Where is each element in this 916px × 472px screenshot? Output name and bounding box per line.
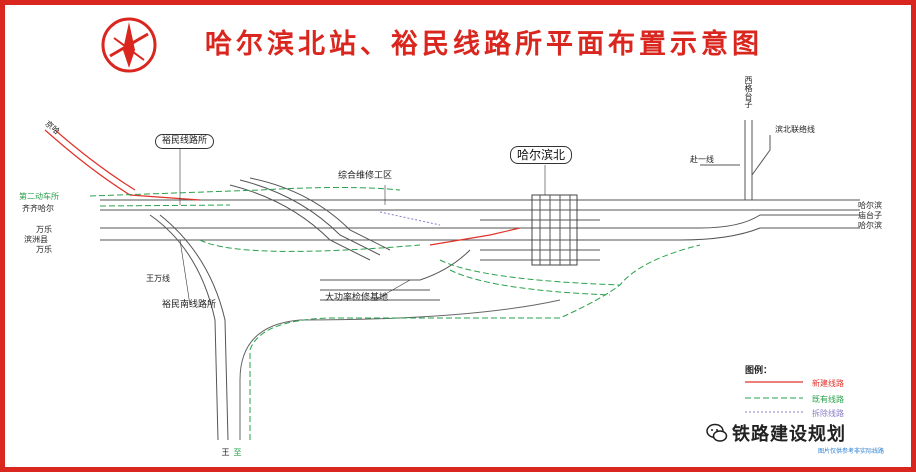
new-line [54,129,136,191]
new-line [429,227,521,246]
wanle-label-2: 万乐 [36,245,52,254]
emu-base-label: 大功率检修基地 [325,293,389,303]
main-track [100,227,860,241]
removed-line [379,211,441,226]
top-right-vertical-label: 西格台子 [744,76,753,108]
wanle-label-1: 万乐 [36,225,52,234]
station-name-box: 哈尔滨北 [510,146,573,164]
existing-line [99,204,231,207]
railway-logo-icon [101,17,157,73]
upper-line-label: 赴一线 [690,155,714,164]
yumin-junction-box: 裕民线路所 [155,134,215,149]
qiqihar-label: 齐齐哈尔 [22,204,54,213]
wangwan-label: 王万线 [146,274,170,283]
legend-new-line: 新建线路 [812,379,844,388]
diagram-title: 哈尔滨北站、裕民线路所平面布置示意图 [205,29,763,60]
legend-removed-line: 拆除线路 [812,409,844,418]
yard-track [320,249,471,281]
right-haerbin-label-2: 哈尔滨 [858,221,882,230]
existing-line [449,269,611,296]
loop-track [239,299,561,440]
bottom-vertical-label-green: 至 [233,448,242,456]
bottom-vertical-label: 王 [221,448,230,456]
existing-line [439,244,701,286]
yard-track [239,179,381,256]
branch-track [751,135,771,176]
binzhou-label: 滨洲县 [24,235,48,244]
branch-track [159,214,229,441]
platform [531,194,578,266]
existing-line [249,284,621,440]
right-tangtaizi-label: 庙台子 [858,211,882,220]
bottom-note: 图片仅供参考非实际线路 [818,448,885,455]
branch-track [149,214,219,441]
platform-line [539,195,571,265]
binbei-link-label: 滨北联络线 [775,125,815,134]
existing-line [199,239,421,252]
right-haerbin-label-1: 哈尔滨 [858,201,882,210]
second-emu-label: 第二动车所 [19,192,59,201]
yard-track [249,177,391,251]
maintenance-label: 综合维修工区 [338,171,393,181]
yard-track [229,184,371,261]
yumin-south-label: 裕民南线路所 [162,300,217,310]
existing-line [89,187,401,197]
legend-title: 图例： [745,366,773,376]
wechat-icon [706,423,728,442]
legend-existing-line: 既有线路 [812,395,844,404]
watermark-text: 铁路建设规划 [732,424,846,445]
main-track [100,214,860,229]
new-line [44,129,201,201]
